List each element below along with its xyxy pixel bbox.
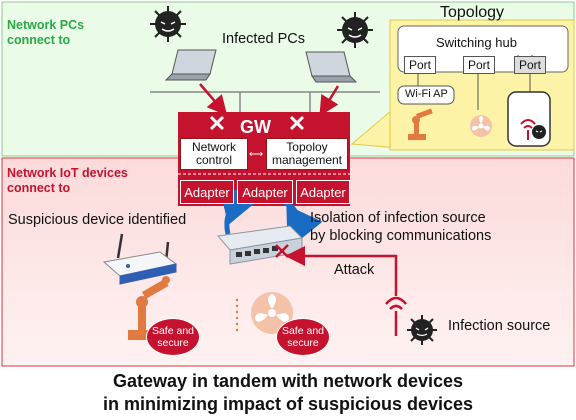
- network-control-box: Network control: [180, 138, 248, 170]
- virus-icon: [532, 125, 546, 139]
- adapter-2: Adapter: [237, 180, 293, 204]
- topology-management-box: Topoloy management: [266, 138, 348, 170]
- fan-icon: [470, 115, 492, 137]
- hub-port-1: Port: [404, 56, 436, 74]
- safe-badge-2: Safe and secure: [276, 318, 330, 356]
- adapter-1: Adapter: [180, 180, 234, 204]
- adapter-3: Adapter: [296, 180, 350, 204]
- virus-icon: [337, 12, 373, 48]
- gw-label: GW: [240, 117, 271, 137]
- status-dots: [235, 298, 239, 332]
- caption-line-2: in minimizing impact of suspicious devic…: [102, 394, 474, 414]
- isolation-label: Isolation of infection source by blockin…: [310, 210, 492, 244]
- attack-path: [285, 246, 398, 296]
- virus-icon: [407, 315, 437, 345]
- topology-title: Topology: [440, 4, 505, 21]
- caption-line-1: Gateway in tandem with network devices: [112, 371, 464, 391]
- safe-badge-1: Safe and secure: [146, 318, 200, 356]
- block-x-icon: [209, 115, 305, 131]
- network-pcs-label: Network PCs connect to: [7, 18, 85, 47]
- wifi-signal-icon: [520, 119, 536, 140]
- network-iot-label: Network IoT devices connect to: [7, 166, 128, 195]
- hub-port-2: Port: [463, 56, 495, 74]
- attack-arrow-right: [319, 85, 340, 117]
- hub-port-3: Port: [514, 56, 546, 74]
- router-icon: [102, 233, 178, 285]
- laptop-icon: [164, 49, 217, 81]
- attack-label: Attack: [334, 262, 375, 278]
- bidirectional-arrow-icon: ⟷: [249, 149, 263, 160]
- wifi-ap-label: Wi-Fi AP: [405, 88, 448, 100]
- virus-icon: [150, 6, 186, 42]
- wifi-signal-icon: [385, 296, 407, 336]
- suspicious-device-label: Suspicious device identified: [8, 212, 187, 228]
- robot-arm-icon: [408, 108, 433, 140]
- attack-arrow-left: [199, 83, 228, 116]
- robot-arm-icon: [128, 276, 170, 340]
- infection-source-label: Infection source: [448, 318, 551, 334]
- laptop-icon: [305, 51, 358, 83]
- wifi-ap-box: [397, 85, 455, 105]
- infected-pcs-label: Infected PCs: [222, 31, 306, 47]
- switching-hub-label: Switching hub: [436, 35, 517, 50]
- switch-icon: [217, 225, 304, 265]
